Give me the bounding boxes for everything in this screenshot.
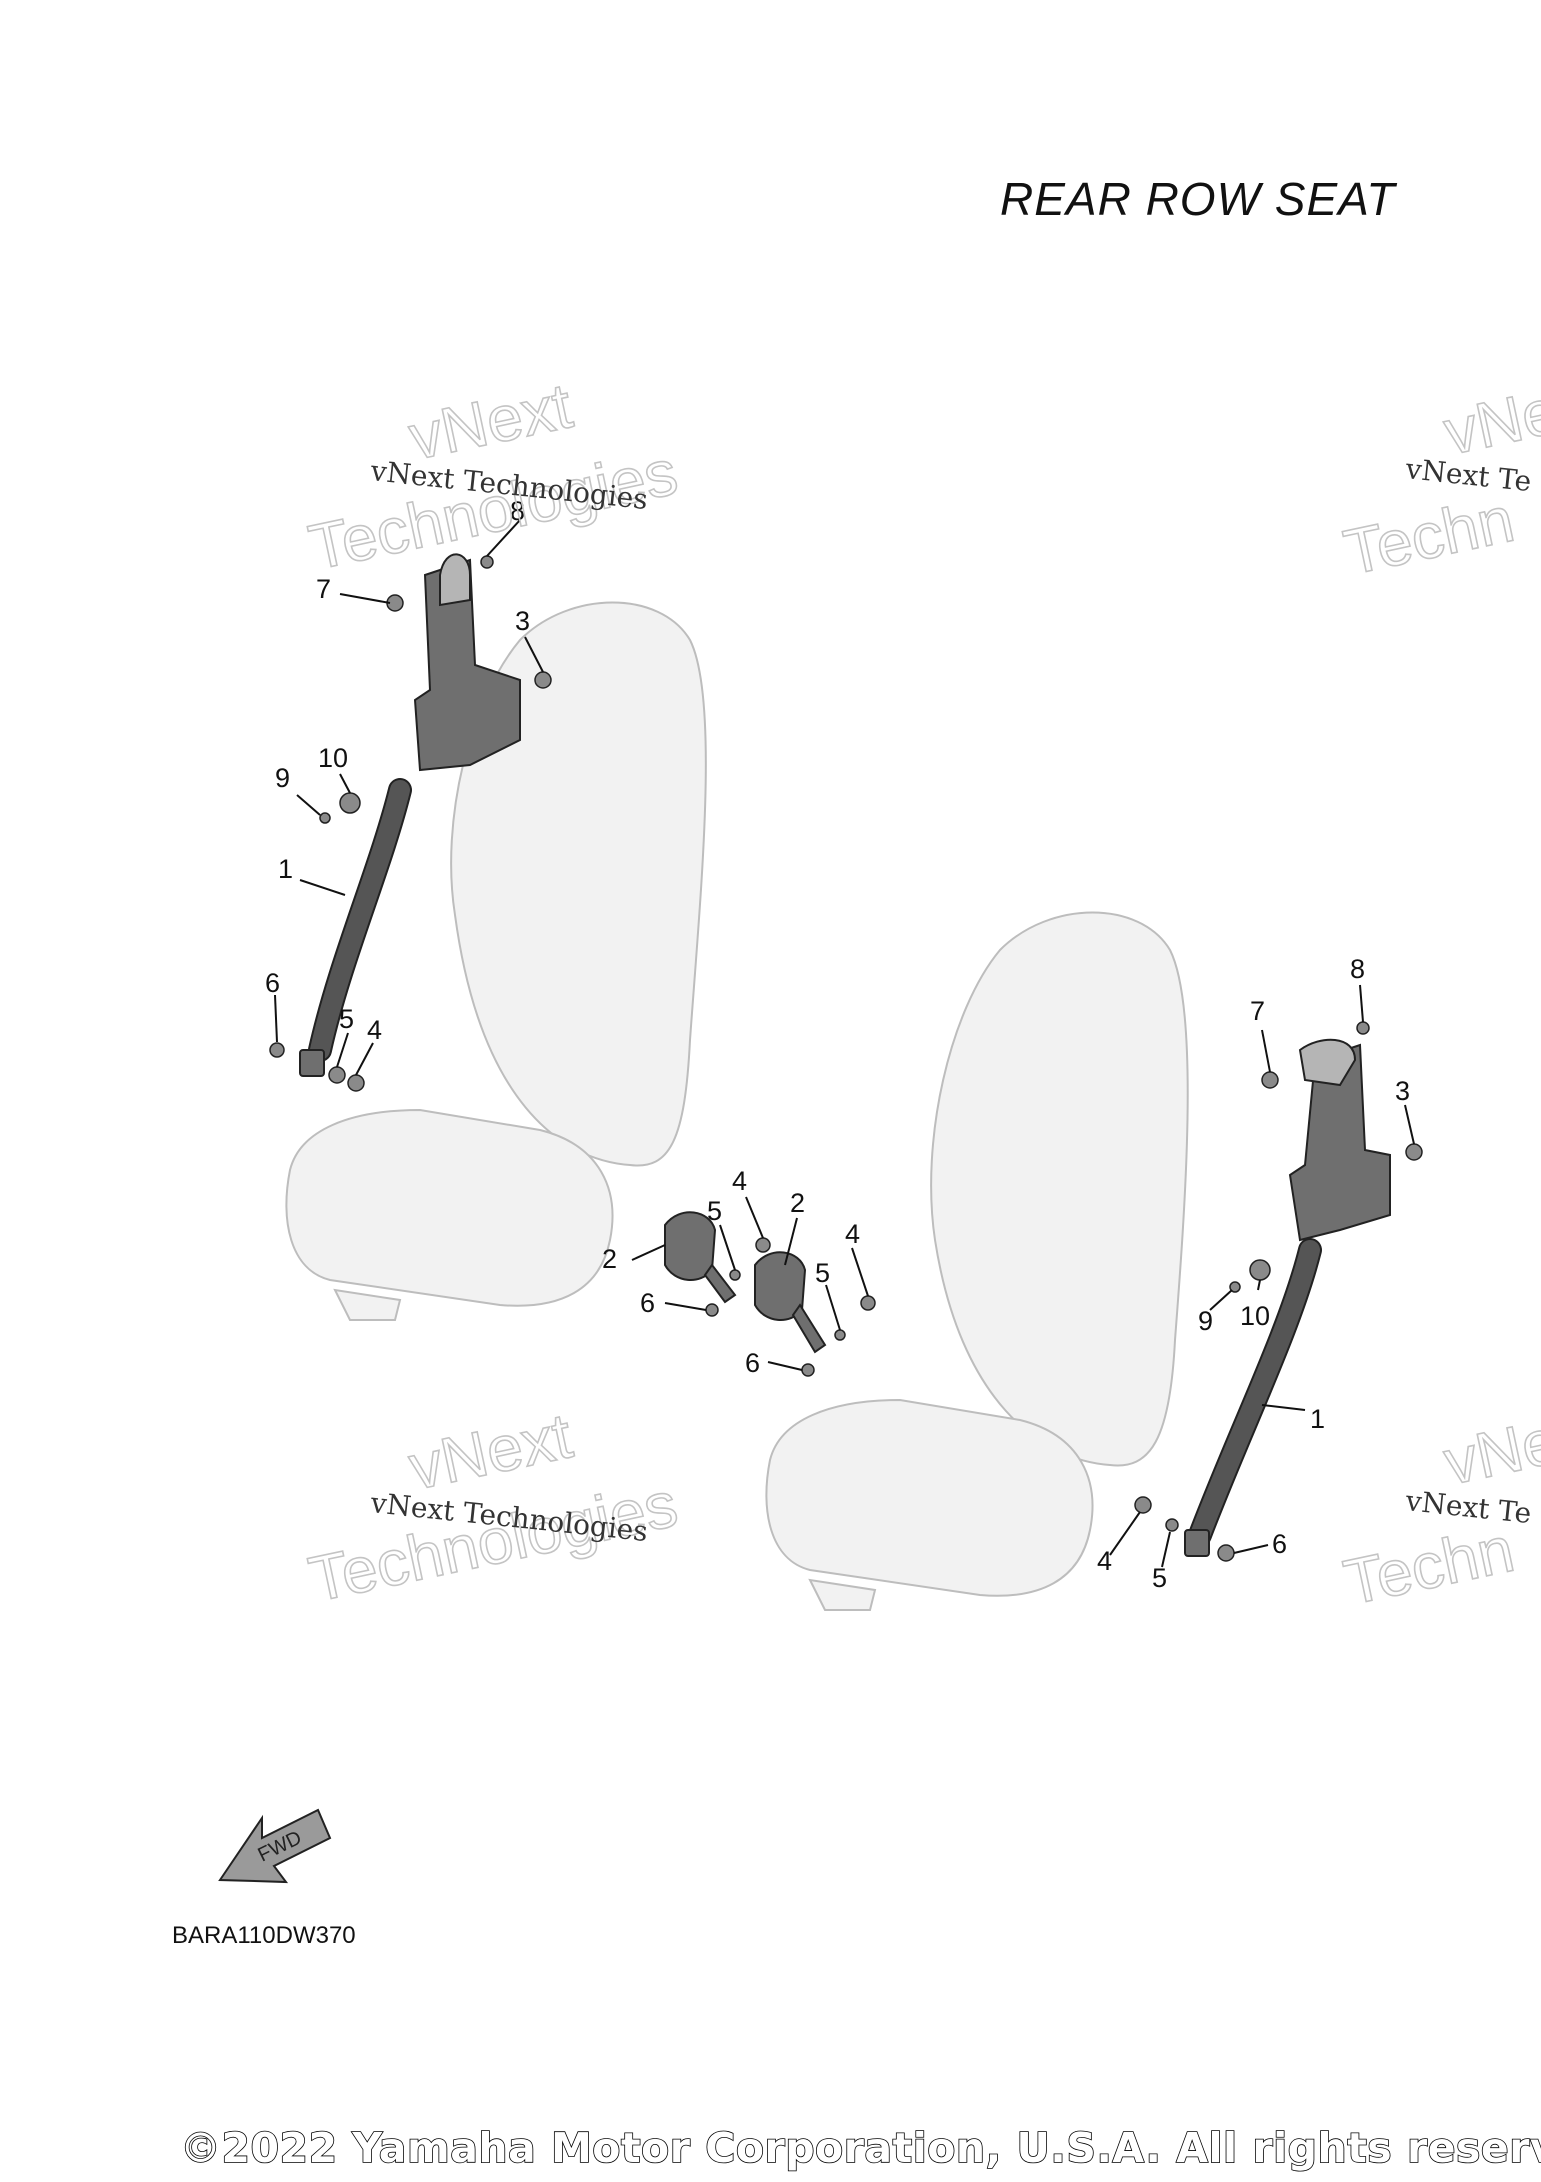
- left-cap-8: [480, 555, 494, 569]
- right-washer-5: [1165, 1518, 1179, 1532]
- right-seat-base: [808, 1578, 877, 1611]
- callouts-center-buckles: 2 2 4 4 5 5 6 6: [602, 1166, 860, 1378]
- left-belt-floor-plate: [299, 1049, 325, 1077]
- fwd-arrow-icon: [218, 1808, 332, 1884]
- center-washer-5-right: [834, 1329, 846, 1341]
- callout-3-right: 3: [1395, 1076, 1410, 1106]
- diagram-title: REAR ROW SEAT: [1000, 173, 1397, 225]
- callout-2-center-right: 2: [790, 1188, 805, 1218]
- buckle-left-strap: [703, 1263, 737, 1304]
- right-seat-cushion: [765, 1398, 1094, 1597]
- watermark-bottom-right-edge: vNe Techn vNext Te: [1337, 1404, 1541, 1620]
- right-bolt-7: [1261, 1071, 1279, 1089]
- callout-4-center-left: 4: [732, 1166, 747, 1196]
- center-nut-6-right: [801, 1363, 815, 1377]
- copyright-notice: ©2022 Yamaha Motor Corporation, U.S.A. A…: [180, 2124, 1541, 2172]
- right-belt-floor-plate: [1184, 1529, 1210, 1557]
- left-belt-webbing: [310, 780, 410, 1060]
- left-bolt-4: [347, 1074, 365, 1092]
- callout-6-right: 6: [1272, 1529, 1287, 1559]
- right-cap-8: [1356, 1021, 1370, 1035]
- callouts-right-belt: 7 8 3 10 9 1 4 5 6: [1097, 954, 1410, 1593]
- callout-4-center-right: 4: [845, 1219, 860, 1249]
- right-guide-10: [1249, 1259, 1271, 1281]
- center-bolt-4-left: [755, 1237, 771, 1253]
- callout-7-left: 7: [316, 574, 331, 604]
- right-belt-webbing: [1190, 1240, 1320, 1545]
- callout-6-center-left: 6: [640, 1288, 655, 1318]
- left-nut-6: [269, 1042, 285, 1058]
- watermark-outline-top: vNext: [403, 369, 578, 473]
- buckle-right-strap: [791, 1303, 827, 1354]
- right-nut-6: [1217, 1544, 1235, 1562]
- callout-10-left: 10: [318, 743, 348, 773]
- center-buckle-assembly: [664, 1211, 876, 1377]
- left-seat-cushion: [285, 1108, 614, 1307]
- watermark-top-right-edge: vNe Techn vNext Te: [1337, 374, 1541, 590]
- callout-1-left: 1: [278, 854, 293, 884]
- callout-3-left: 3: [515, 606, 530, 636]
- callout-6-center-right: 6: [745, 1348, 760, 1378]
- left-screw-9: [319, 812, 331, 824]
- right-belt-shoulder-anchor: [1298, 1038, 1357, 1087]
- watermark-bottom-left: vNext Technologies vNext Technologies: [302, 1398, 684, 1616]
- left-belt-shoulder-anchor: [439, 553, 471, 607]
- left-bolt-3: [534, 671, 552, 689]
- callout-9-right: 9: [1198, 1306, 1213, 1336]
- watermark-edge-outline-top: vNe: [1438, 375, 1541, 469]
- right-bolt-3: [1405, 1143, 1423, 1161]
- callout-8-right: 8: [1350, 954, 1365, 984]
- callout-2-center-left: 2: [602, 1244, 617, 1274]
- callout-5-right: 5: [1152, 1563, 1167, 1593]
- right-seatbelt-assembly: [1134, 1021, 1423, 1562]
- right-belt-retractor: [1288, 1043, 1391, 1242]
- watermark-edge-outline-bottom-2: Techn: [1338, 1513, 1520, 1619]
- right-bolt-4: [1134, 1496, 1152, 1514]
- callouts-left-belt: 7 8 3 10 9 1 6 5 4: [265, 496, 530, 1045]
- right-screw-9: [1229, 1281, 1241, 1293]
- watermark-outline-top-2: vNext: [403, 1399, 578, 1503]
- watermark-edge-outline-top-2: vNe: [1438, 1405, 1541, 1499]
- callout-7-right: 7: [1250, 996, 1265, 1026]
- callout-4-right: 4: [1097, 1546, 1112, 1576]
- right-seat-back: [930, 911, 1189, 1467]
- left-seatbelt-assembly: [269, 553, 552, 1092]
- leader-lines: [274, 519, 1415, 1568]
- center-nut-6-left: [705, 1303, 719, 1317]
- callout-1-right: 1: [1310, 1404, 1325, 1434]
- watermark-edge-script-2: vNext Te: [1403, 1484, 1533, 1530]
- center-bolt-4-right: [860, 1295, 876, 1311]
- diagram-code: BARA110DW370: [172, 1922, 356, 1949]
- callout-4-left: 4: [367, 1015, 382, 1045]
- watermark-top-left: vNext Technologies vNext Technologies: [302, 368, 684, 584]
- callout-10-right: 10: [1240, 1301, 1270, 1331]
- left-belt-retractor: [413, 558, 521, 772]
- callout-8-left: 8: [510, 496, 525, 526]
- center-washer-5-left: [729, 1269, 741, 1281]
- callout-5-center-right: 5: [815, 1258, 830, 1288]
- right-seat: [765, 911, 1189, 1611]
- left-seat-base: [333, 1288, 402, 1321]
- watermark-edge-script: vNext Te: [1403, 452, 1533, 498]
- watermark-edge-outline-bottom: Techn: [1338, 483, 1520, 589]
- callout-9-left: 9: [275, 763, 290, 793]
- callout-6-left: 6: [265, 968, 280, 998]
- callout-5-left: 5: [339, 1004, 354, 1034]
- left-washer-5: [328, 1066, 346, 1084]
- left-guide-10: [339, 792, 361, 814]
- callout-5-center-left: 5: [707, 1196, 722, 1226]
- fwd-arrow: FWD: [218, 1808, 332, 1884]
